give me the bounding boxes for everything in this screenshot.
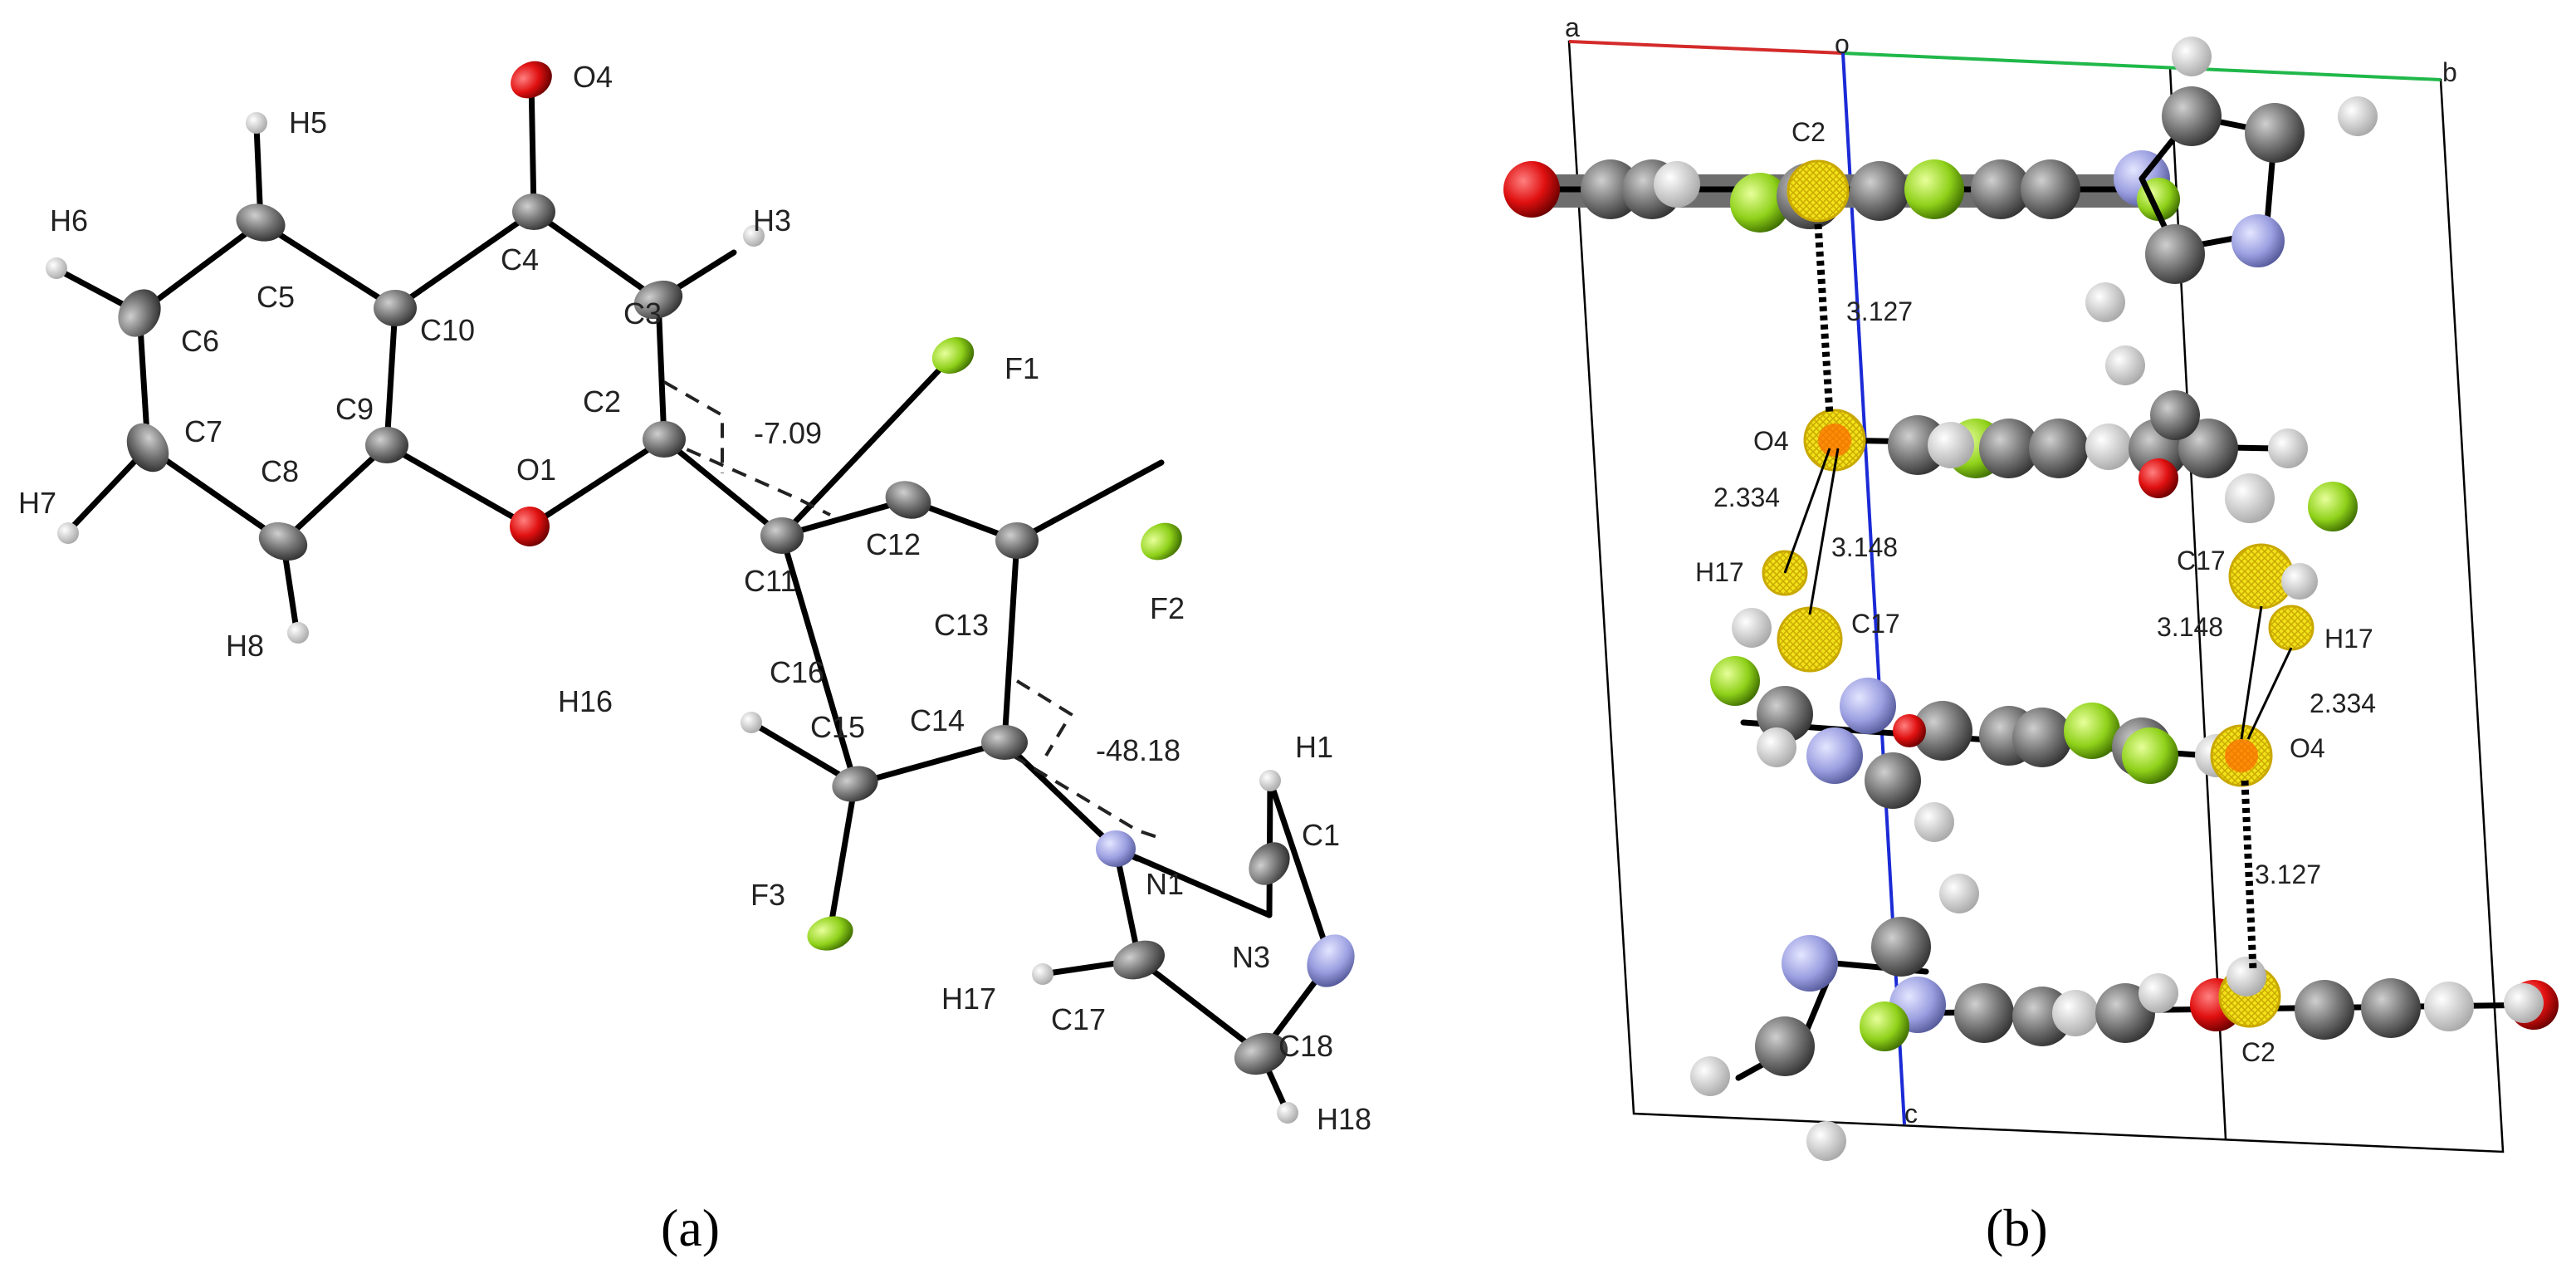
panel-b: a o b c [1503,12,2559,1257]
atom-label-H6: H6 [50,203,88,238]
atom-label-C10: C10 [420,313,475,347]
atom-label-C5: C5 [257,280,295,314]
contact-C2-O4-top [1814,223,1834,416]
atom-label-H7: H7 [18,486,56,520]
atom-label-C11: C11 [744,564,796,598]
axis-label-a: a [1565,12,1580,42]
atom-label-C18: C18 [1278,1029,1333,1063]
atom-label-C13: C13 [934,608,989,642]
atom-label-O1: O1 [516,453,556,487]
panel-a-caption: (a) [661,1198,720,1257]
distance-d4: 3.148 [2157,612,2223,642]
contact-O4-C17-right [2240,605,2263,740]
label-C17-left: C17 [1851,609,1900,639]
label-O4-left: O4 [1753,426,1789,456]
label-H17-left: H17 [1695,557,1744,587]
atom-label-H3: H3 [753,203,791,238]
atom-label-H5: H5 [289,105,327,140]
axis-label-o: o [1835,29,1850,59]
atom-label-F3: F3 [750,878,785,912]
atom-label-H17: H17 [941,982,996,1016]
torsion-angle-1: -7.09 [754,416,822,450]
atom-label-C8: C8 [261,454,299,488]
molecule-layer-3 [1710,550,2273,842]
distance-d1: 3.127 [1846,296,1913,326]
atom-label-C7: C7 [184,414,222,448]
label-C17-right: C17 [2177,546,2226,575]
contact-O4-C17-left [1808,448,1840,615]
molecule-layer-4 [1690,874,2559,1161]
atom-label-C2: C2 [583,384,621,419]
atom-label-C3: C3 [623,296,662,331]
atom-label-C15: C15 [810,710,865,744]
atom-label-C12: C12 [866,527,921,561]
atom-label-O4: O4 [573,60,613,94]
atom-label-C1: C1 [1302,818,1340,852]
axis-label-c: c [1904,1099,1918,1129]
label-O4-right: O4 [2290,733,2325,763]
atom-label-N1: N1 [1146,867,1184,901]
atom-label-C6: C6 [181,324,219,358]
atom-label-H18: H18 [1317,1102,1371,1136]
panel-a: O4 H5 H6 C4 H3 C5 C3 C6 C10 F1 C2 C9 C7 … [18,60,1371,1257]
label-C2-top: C2 [1791,117,1826,147]
atom-label-C14: C14 [910,703,965,737]
axis-a [1568,40,1844,55]
atom-label-F2: F2 [1150,591,1185,625]
panel-b-caption: (b) [1986,1198,2048,1257]
atom-label-F1: F1 [1004,351,1039,385]
atom-label-H8: H8 [226,629,264,663]
contact-lines [1783,223,2293,971]
panel-a-labels: O4 H5 H6 C4 H3 C5 C3 C6 C10 F1 C2 C9 C7 … [18,60,1371,1136]
atom-label-C16: C16 [770,655,824,689]
atom-label-C17: C17 [1051,1002,1106,1036]
panel-a-atoms [46,61,1355,1124]
distance-d2: 2.334 [1713,482,1780,512]
contact-O4-H17-left [1783,448,1831,574]
atom-label-C4: C4 [501,242,539,277]
torsion-angle-2: -48.18 [1096,733,1180,767]
molecule-layer-1 [1503,37,2378,322]
atom-label-H1: H1 [1295,730,1333,764]
distance-d3: 3.148 [1831,532,1898,562]
axis-label-b: b [2442,57,2457,87]
atom-label-N3: N3 [1232,940,1270,974]
distance-d6: 3.127 [2255,859,2321,889]
label-H17-right: H17 [2324,624,2373,654]
atom-label-H16: H16 [558,684,613,718]
atom-label-C9: C9 [335,392,374,426]
torsion-markers [663,380,1163,840]
contact-O4-H17-right [2246,647,2293,740]
distance-d5: 2.334 [2310,688,2376,718]
panel-b-labels: C2 3.127 O4 2.334 3.148 H17 C17 C17 3.14… [1695,117,2376,1067]
label-C2-bottom: C2 [2241,1037,2275,1067]
contact-O4-C2-bottom [2241,780,2257,971]
molecule-layer-2 [1803,345,2358,651]
axis-b [1842,51,2442,81]
